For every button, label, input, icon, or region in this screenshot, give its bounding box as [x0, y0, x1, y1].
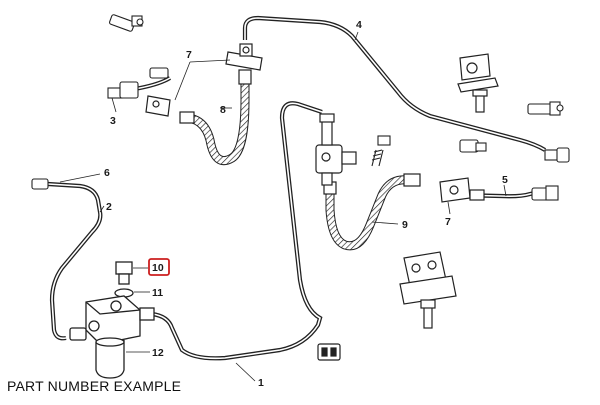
- callout-label: 9: [402, 219, 408, 231]
- callout-label: 4: [356, 19, 362, 31]
- fitting-right-2: [544, 147, 570, 163]
- pressure-regulator: [69, 261, 155, 379]
- callout-label: 6: [104, 167, 110, 179]
- callout-12: 12: [126, 347, 164, 359]
- callout-3: 3: [110, 97, 117, 127]
- callout-7-upper: 7: [174, 49, 231, 101]
- brake-line-2: [47, 181, 103, 341]
- diagram-caption: PART NUMBER EXAMPLE: [7, 378, 182, 394]
- line-clamp-upper-right: [457, 53, 499, 113]
- callout-1: 1: [235, 362, 264, 389]
- highlight-box: [148, 258, 170, 276]
- fitting-right-3: [531, 185, 559, 201]
- callout-7-lower: 7: [445, 201, 451, 228]
- callout-10: 10: [133, 258, 170, 276]
- callout-label: 8: [220, 104, 226, 116]
- callout-6: 6: [59, 167, 110, 183]
- line-clamp-lower-right: [399, 251, 457, 329]
- bolt: [371, 135, 391, 167]
- brake-line-1: [151, 101, 323, 361]
- fitting-top-left: [109, 14, 144, 32]
- brake-hose-9: [323, 173, 421, 251]
- callout-2: 2: [99, 201, 112, 213]
- fitting-left: [31, 178, 49, 190]
- callout-label: 3: [110, 115, 116, 127]
- callout-4: 4: [354, 19, 362, 41]
- callout-label: 7: [445, 216, 451, 228]
- callout-5: 5: [502, 174, 508, 197]
- fitting-right-1: [527, 101, 564, 116]
- t-fitting: [315, 113, 357, 186]
- fitting-upper-left: [107, 67, 169, 99]
- callout-9: 9: [371, 219, 408, 231]
- brake-line-3: [117, 76, 172, 94]
- bracket-7-lower: [439, 177, 485, 203]
- brake-line-5: [459, 187, 549, 199]
- brake-hose-8: [179, 69, 252, 166]
- fitting-mid-right: [459, 139, 487, 153]
- callout-8: 8: [220, 104, 232, 116]
- callout-label: 11: [152, 287, 163, 299]
- callout-label: 12: [152, 347, 164, 359]
- brake-line-4: [242, 15, 547, 152]
- callout-label: 2: [106, 201, 112, 213]
- line-clip: [317, 343, 341, 361]
- callout-label: 5: [502, 174, 508, 186]
- callout-label: 1: [258, 377, 264, 389]
- callout-11: 11: [134, 287, 163, 299]
- bracket-7-upper: [145, 43, 263, 117]
- callout-label: 10: [152, 262, 164, 274]
- callout-label: 7: [186, 49, 192, 61]
